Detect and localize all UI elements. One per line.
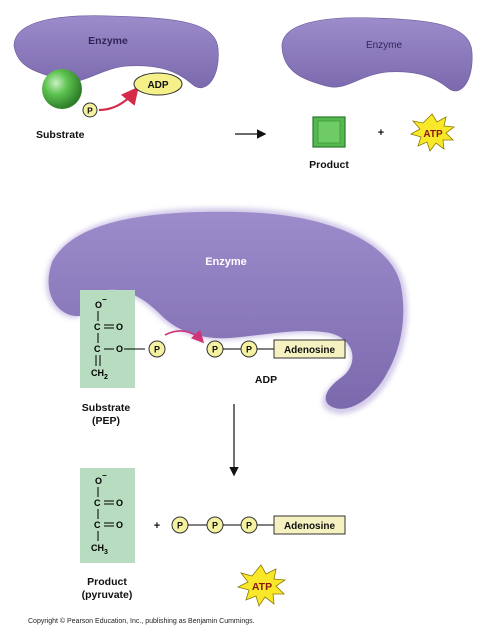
copyright-notice: Copyright © Pearson Education, Inc., pub… — [28, 618, 255, 625]
enzyme-shape-middle — [48, 211, 404, 409]
pep-o-minus-sign: − — [102, 295, 107, 304]
adp-phosphate-2-label: P — [246, 345, 252, 355]
pep-o-single: O — [116, 344, 123, 354]
pep-carbon-1: C — [94, 322, 101, 332]
adp-phosphate-1-label: P — [212, 345, 218, 355]
enzyme-shape-top-right — [281, 17, 473, 92]
atp-burst-bottom — [236, 564, 287, 607]
atp-phosphate-2-label: P — [212, 521, 218, 531]
pyruvate-carbon-2: C — [94, 520, 101, 530]
phosphate-label-top-left: P — [87, 106, 93, 116]
adp-label-middle: ADP — [255, 374, 277, 386]
bottom-panel: O − C O C O CH3 + P P P Adenosine Produc… — [80, 468, 346, 607]
pyruvate-ch3-subscript: 3 — [104, 549, 108, 556]
substrate-sphere — [42, 69, 82, 109]
pep-ch2-text: CH — [91, 368, 104, 378]
pyruvate-o-double-2: O — [116, 520, 123, 530]
adp-label-top-left: ADP — [147, 80, 168, 91]
pyruvate-product-box — [80, 468, 135, 563]
pep-o-double: O — [116, 322, 123, 332]
pep-ch2: CH2 — [91, 368, 108, 381]
substrate-label-top-left: Substrate — [36, 129, 85, 141]
atp-adenosine-label: Adenosine — [284, 521, 336, 532]
pyruvate-o-minus-sign: − — [102, 471, 107, 480]
pep-ch2-subscript: 2 — [104, 374, 108, 381]
plus-sign-top-right: + — [378, 127, 384, 139]
pyruvate-ch3-text: CH — [91, 543, 104, 553]
pep-phosphate-circle — [148, 340, 166, 358]
pep-phosphate-label: P — [154, 345, 160, 355]
substrate-pep-line2: (PEP) — [92, 415, 120, 427]
atp-phosphate-1-label: P — [177, 521, 183, 531]
adp-adenosine-label: Adenosine — [284, 345, 336, 356]
pyruvate-o-minus: O — [95, 476, 102, 486]
product-square-highlight — [317, 120, 341, 144]
middle-panel: Enzyme O − C O C O CH2 P P P Ad — [45, 207, 408, 427]
product-pyruvate-line2: (pyruvate) — [82, 589, 133, 601]
adp-ellipse-top-left — [133, 72, 183, 96]
atp-label-bottom: ATP — [252, 581, 272, 593]
top-left-panel: Enzyme P ADP Substrate — [13, 15, 219, 141]
product-label-top-right: Product — [309, 159, 349, 171]
phosphate-transfer-arrow — [164, 329, 205, 344]
atp-burst-top-right — [409, 113, 456, 152]
pep-o-minus: O — [95, 300, 102, 310]
pyruvate-o-double-1: O — [116, 498, 123, 508]
enzyme-label-top-right: Enzyme — [366, 40, 403, 51]
plus-sign-bottom: + — [154, 520, 160, 532]
top-right-panel: Enzyme Product + ATP — [281, 17, 473, 171]
pyruvate-carbon-1: C — [94, 498, 101, 508]
pep-substrate-box — [80, 290, 135, 388]
atp-phosphate-3-label: P — [246, 521, 252, 531]
pyruvate-ch3: CH3 — [91, 543, 108, 556]
enzyme-label-top-left: Enzyme — [88, 35, 128, 47]
enzyme-shape-top-left — [13, 15, 219, 89]
red-arrow-top-left — [98, 86, 139, 112]
atp-adenosine-box — [273, 515, 346, 535]
phosphate-circle-top-left — [82, 102, 98, 118]
adp-adenosine-box — [273, 339, 346, 359]
atp-label-top-right: ATP — [423, 129, 443, 140]
pep-carbon-2: C — [94, 344, 101, 354]
product-pyruvate-line1: Product — [87, 576, 127, 588]
enzyme-label-middle: Enzyme — [205, 256, 247, 268]
substrate-pep-line1: Substrate — [82, 402, 131, 414]
